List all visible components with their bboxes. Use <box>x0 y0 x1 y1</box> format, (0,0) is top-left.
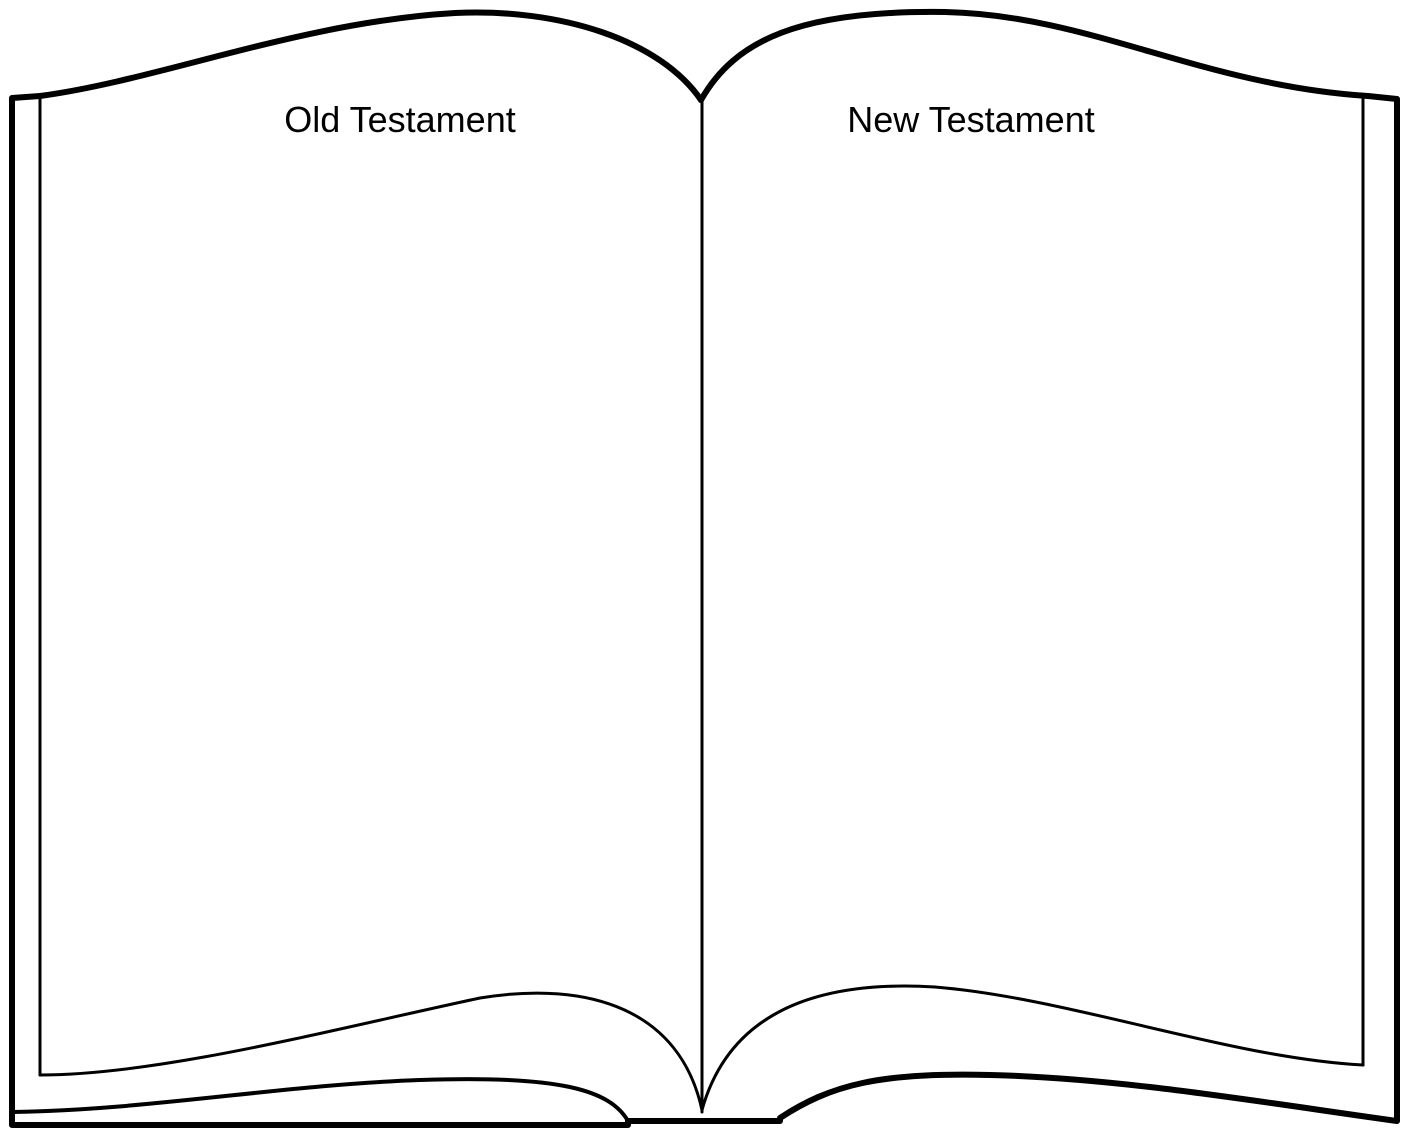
right-page-top-edge <box>701 12 1368 100</box>
left-page-title: Old Testament <box>200 98 600 142</box>
left-cover-bottom-edge <box>12 1079 628 1121</box>
left-page-bottom-edge <box>40 993 702 1110</box>
right-page-bottom-edge <box>702 986 1363 1110</box>
left-page-top-edge <box>40 12 701 100</box>
right-page-title: New Testament <box>771 98 1171 142</box>
book-cover-outline <box>12 96 1397 1125</box>
